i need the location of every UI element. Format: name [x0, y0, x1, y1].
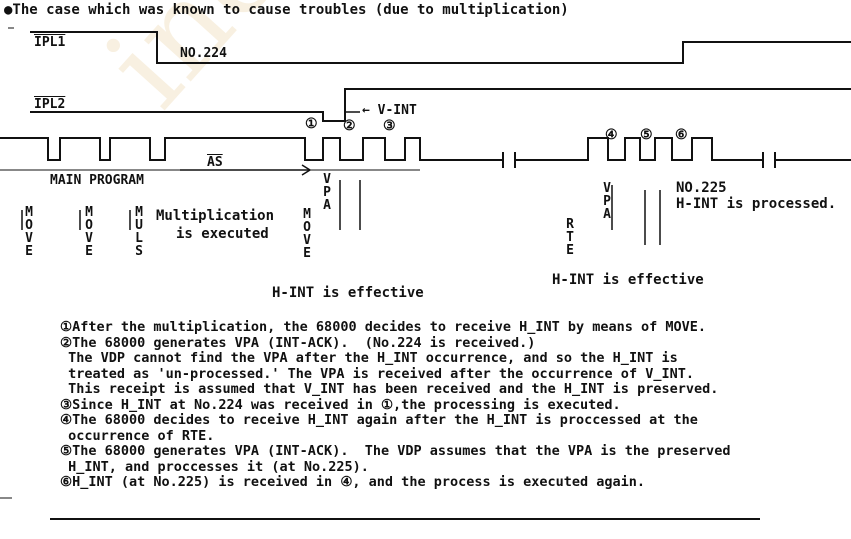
- no224-label: NO.224: [180, 46, 227, 61]
- as-waveform-left: [0, 137, 503, 161]
- multiplication-label: Multiplication: [156, 208, 275, 224]
- marker-3: ③: [383, 118, 396, 134]
- note-6: ⑥H_INT (at No.225) is received in ④, and…: [60, 474, 646, 490]
- marker-2: ②: [343, 118, 356, 134]
- marker-6: ⑥: [675, 127, 688, 143]
- marker-5: ⑤: [640, 127, 653, 143]
- marker-1: ①: [305, 116, 318, 132]
- hint-processed-label: H-INT is processed.: [676, 196, 837, 212]
- as-waveform-mid: [515, 137, 763, 161]
- ipl2-waveform: [30, 88, 851, 122]
- notes-block: ①After the multiplication, the 68000 dec…: [60, 319, 731, 491]
- note-3: ③Since H_INT at No.224 was received in ①…: [60, 396, 621, 413]
- rte-label: RTE: [566, 217, 574, 258]
- vint-label: ← V-INT: [362, 103, 417, 118]
- note-4-line-2: occurrence of RTE.: [60, 427, 215, 444]
- note-2-line-4: This receipt is assumed that V_INT has b…: [60, 381, 719, 397]
- vpa-label-2: VPA: [603, 181, 611, 222]
- note-5: ⑤The 68000 generates VPA (INT-ACK). The …: [60, 443, 731, 459]
- muls-label: MULS: [135, 205, 143, 259]
- no225-label: NO.225: [676, 180, 727, 196]
- ipl2-label: IPL2: [34, 97, 66, 112]
- hint-effective-label-2: H-INT is effective: [552, 272, 704, 288]
- marker-4: ④: [605, 127, 618, 143]
- main-program-label: MAIN PROGRAM: [50, 173, 144, 188]
- move-label-2: MOVE: [85, 205, 93, 259]
- note-2-line-2: The VDP cannot find the VPA after the H_…: [60, 350, 678, 366]
- ipl1-waveform: [30, 31, 851, 64]
- vpa-label-1: VPA: [323, 172, 331, 213]
- note-1: ①After the multiplication, the 68000 dec…: [60, 319, 707, 335]
- note-4: ④The 68000 decides to receive H_INT agai…: [60, 412, 698, 428]
- executed-label: is executed: [176, 226, 269, 242]
- note-2-line-3: treated as 'un-processed.' The VPA is re…: [60, 365, 694, 382]
- move-label-1: MOVE: [25, 205, 33, 259]
- hint-effective-label-1: H-INT is effective: [272, 285, 424, 301]
- page-title: ●The case which was known to cause troub…: [4, 2, 569, 18]
- move-label-3: MOVE: [303, 207, 311, 261]
- note-5-line-2: H_INT, and proccesses it (at No.225).: [60, 458, 369, 475]
- ipl1-label: IPL1: [34, 35, 66, 50]
- as-label: AS: [207, 155, 223, 170]
- note-2: ②The 68000 generates VPA (INT-ACK). (No.…: [60, 334, 536, 351]
